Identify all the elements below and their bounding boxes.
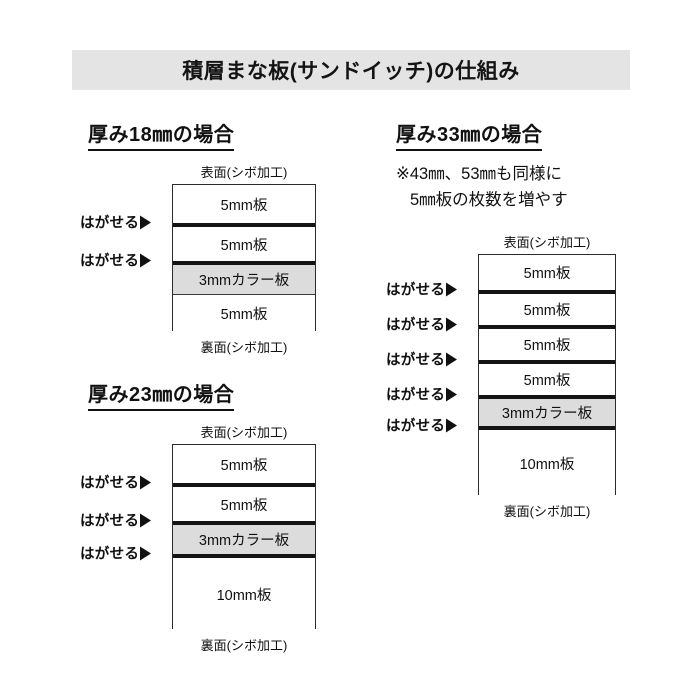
- peelable-marker-33mm-2: はがせる: [386, 279, 478, 300]
- peelable-label: はがせる: [80, 513, 140, 530]
- peelable-marker-33mm-4: はがせる: [386, 349, 478, 370]
- layer-label: 5mm板: [220, 497, 268, 514]
- layer-label: 10mm板: [519, 456, 575, 473]
- arrow-right-icon: [140, 253, 152, 267]
- layer-label: 5mm板: [220, 237, 268, 254]
- peelable-label: はがせる: [386, 418, 446, 435]
- layer-33mm-6: 10mm板: [479, 426, 615, 496]
- peelable-label: はがせる: [386, 352, 446, 369]
- layer-label: 5mm板: [523, 373, 571, 389]
- arrow-right-icon: [446, 282, 458, 296]
- layer-33mm-3: 5mm板: [479, 325, 615, 360]
- peelable-marker-33mm-3: はがせる: [386, 314, 478, 335]
- layer-label: 5mm板: [220, 307, 268, 323]
- layer-23mm-4: 10mm板: [173, 554, 315, 630]
- layer-33mm-5: 3mmカラー板: [479, 395, 615, 426]
- arrow-right-icon: [140, 546, 152, 560]
- layer-stack-23mm: 5mm板 5mm板 3mmカラー板 10mm板: [172, 444, 316, 630]
- title-banner: 積層まな板(サンドイッチ)の仕組み: [72, 50, 630, 90]
- layer-23mm-2: 5mm板: [173, 483, 315, 521]
- peelable-marker-18mm-2: はがせる: [80, 212, 172, 233]
- layer-label: 10mm板: [216, 587, 272, 604]
- peelable-marker-33mm-6: はがせる: [386, 415, 478, 436]
- layer-label: 3mmカラー板: [501, 406, 593, 422]
- layer-stack-33mm: 5mm板 5mm板 5mm板 5mm板 3mmカラー板 10mm板: [478, 254, 616, 496]
- layer-stack-18mm: 5mm板 5mm板 3mmカラー板 5mm板: [172, 184, 316, 332]
- layer-33mm-1: 5mm板: [479, 255, 615, 290]
- peelable-marker-23mm-2: はがせる: [80, 472, 172, 493]
- peelable-label: はがせる: [80, 546, 140, 563]
- peelable-label: はがせる: [80, 253, 140, 270]
- section-heading-18mm: 厚み18㎜の場合: [88, 118, 235, 151]
- layer-label: 5mm板: [220, 457, 268, 474]
- arrow-right-icon: [446, 352, 458, 366]
- peelable-label: はがせる: [386, 387, 446, 404]
- layer-33mm-2: 5mm板: [479, 290, 615, 325]
- peelable-marker-23mm-3: はがせる: [80, 510, 172, 531]
- peelable-marker-33mm-5: はがせる: [386, 384, 478, 405]
- peelable-label: はがせる: [386, 282, 446, 299]
- arrow-right-icon: [446, 418, 458, 432]
- layer-label: 5mm板: [523, 338, 571, 354]
- peelable-label: はがせる: [386, 317, 446, 334]
- bottom-face-label-33mm: 裏面(シボ加工): [503, 504, 591, 519]
- top-face-label-33mm: 表面(シボ加工): [503, 235, 591, 250]
- peelable-label: はがせる: [80, 475, 140, 492]
- peelable-marker-23mm-4: はがせる: [80, 543, 172, 564]
- layer-label: 5mm板: [220, 197, 268, 214]
- layer-label: 5mm板: [523, 303, 571, 319]
- section-note-33mm: ※43㎜、53㎜も同様に 5㎜板の枚数を増やす: [396, 162, 568, 213]
- note-line-1: ※43㎜、53㎜も同様に: [396, 165, 563, 183]
- section-heading-33mm: 厚み33㎜の場合: [396, 118, 543, 151]
- layer-18mm-3: 3mmカラー板: [173, 261, 315, 294]
- bottom-face-label-18mm: 裏面(シボ加工): [200, 340, 288, 355]
- arrow-right-icon: [140, 475, 152, 489]
- layer-label: 5mm板: [523, 266, 571, 282]
- layer-label: 3mmカラー板: [198, 273, 290, 289]
- page-title: 積層まな板(サンドイッチ)の仕組み: [182, 60, 520, 83]
- layer-18mm-1: 5mm板: [173, 185, 315, 223]
- layer-18mm-4: 5mm板: [173, 294, 315, 332]
- layer-23mm-3: 3mmカラー板: [173, 521, 315, 554]
- peelable-label: はがせる: [80, 215, 140, 232]
- arrow-right-icon: [140, 513, 152, 527]
- top-face-label-23mm: 表面(シボ加工): [200, 425, 288, 440]
- layer-33mm-4: 5mm板: [479, 360, 615, 395]
- note-line-2: 5㎜板の枚数を増やす: [410, 190, 568, 209]
- layer-label: 3mmカラー板: [198, 533, 290, 549]
- arrow-right-icon: [446, 317, 458, 331]
- arrow-right-icon: [140, 215, 152, 229]
- top-face-label-18mm: 表面(シボ加工): [200, 165, 288, 180]
- peelable-marker-18mm-3: はがせる: [80, 250, 172, 271]
- bottom-face-label-23mm: 裏面(シボ加工): [200, 638, 288, 653]
- arrow-right-icon: [446, 387, 458, 401]
- layer-23mm-1: 5mm板: [173, 445, 315, 483]
- section-heading-23mm: 厚み23㎜の場合: [88, 378, 235, 411]
- layer-18mm-2: 5mm板: [173, 223, 315, 261]
